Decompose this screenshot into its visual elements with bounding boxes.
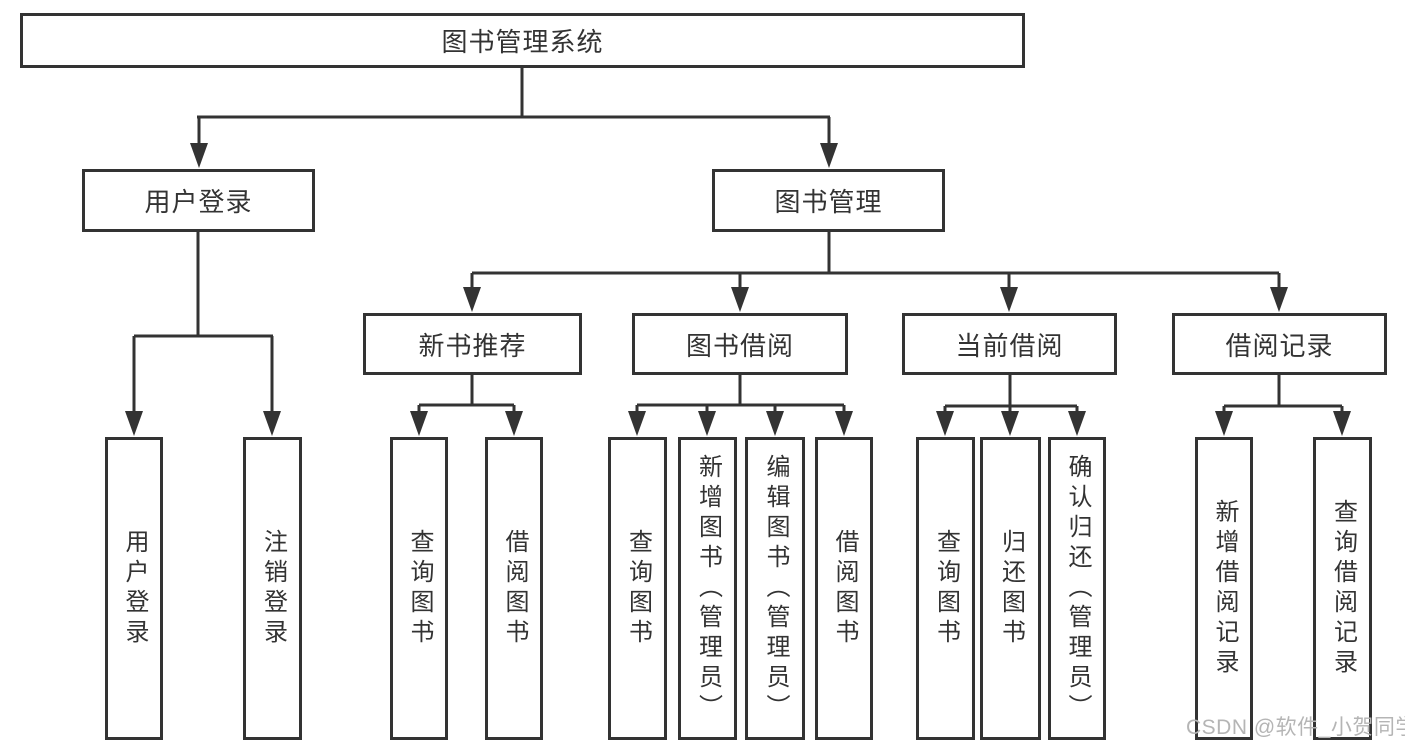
- leaf-bb-query-book-label: 查询图书: [624, 528, 652, 649]
- leaf-bb-add-book-label: 新增图书（管理员）: [694, 453, 722, 724]
- node-new-book-rec-label: 新书推荐: [418, 330, 527, 361]
- leaf-user-login-label: 用户登录: [121, 528, 148, 649]
- leaf-cb-confirm-return: 确认归还（管理员）: [1048, 437, 1106, 740]
- leaf-br-add-record: 新增借阅记录: [1195, 437, 1253, 740]
- leaf-cb-query-book: 查询图书: [916, 437, 975, 740]
- edge-user-login-children: [125, 232, 281, 436]
- leaf-br-query-record-label: 查询借阅记录: [1329, 498, 1357, 679]
- node-book-borrow: 图书借阅: [632, 313, 848, 375]
- edge-book-mgmt-children: [463, 232, 1288, 312]
- leaf-nb-query-book: 查询图书: [390, 437, 448, 740]
- node-user-login-label: 用户登录: [144, 187, 253, 217]
- leaf-bb-add-book: 新增图书（管理员）: [678, 437, 737, 740]
- node-user-login: 用户登录: [82, 169, 315, 232]
- leaf-cb-confirm-return-label: 确认归还（管理员）: [1064, 453, 1091, 724]
- leaf-nb-query-book-label: 查询图书: [406, 528, 433, 649]
- node-book-borrow-label: 图书借阅: [685, 330, 794, 361]
- node-root-label: 图书管理系统: [441, 27, 604, 57]
- edge-current-borrow-children: [936, 375, 1086, 436]
- leaf-bb-borrow-book-label: 借阅图书: [831, 528, 858, 649]
- leaf-bb-edit-book: 编辑图书（管理员）: [745, 437, 805, 740]
- edge-new-book-children: [410, 374, 523, 436]
- edge-book-borrow-children: [628, 374, 853, 436]
- leaf-logout-label: 注销登录: [259, 528, 287, 649]
- node-book-mgmt-label: 图书管理: [774, 187, 883, 217]
- leaf-logout: 注销登录: [243, 437, 302, 740]
- leaf-bb-borrow-book: 借阅图书: [815, 437, 873, 740]
- leaf-user-login: 用户登录: [105, 437, 163, 740]
- leaf-bb-query-book: 查询图书: [608, 437, 667, 740]
- leaf-cb-query-book-label: 查询图书: [932, 528, 960, 649]
- node-current-borrow: 当前借阅: [902, 313, 1117, 375]
- csdn-watermark: CSDN @软件_小贺同学: [1186, 716, 1405, 739]
- leaf-bb-edit-book-label: 编辑图书（管理员）: [762, 453, 789, 724]
- edge-borrow-record-children: [1215, 375, 1351, 436]
- node-book-mgmt: 图书管理: [712, 169, 945, 232]
- leaf-br-add-record-label: 新增借阅记录: [1211, 498, 1238, 679]
- leaf-br-query-record: 查询借阅记录: [1313, 437, 1372, 740]
- node-current-borrow-label: 当前借阅: [955, 330, 1064, 361]
- node-borrow-record-label: 借阅记录: [1225, 330, 1334, 361]
- leaf-nb-borrow-book: 借阅图书: [485, 437, 543, 740]
- leaf-cb-return-book: 归还图书: [980, 437, 1041, 740]
- node-root: 图书管理系统: [20, 13, 1025, 68]
- edge-root-to-level2: [190, 68, 838, 168]
- leaf-cb-return-book-label: 归还图书: [997, 528, 1025, 649]
- leaf-nb-borrow-book-label: 借阅图书: [501, 528, 528, 649]
- node-borrow-record: 借阅记录: [1172, 313, 1387, 375]
- node-new-book-rec: 新书推荐: [363, 313, 582, 375]
